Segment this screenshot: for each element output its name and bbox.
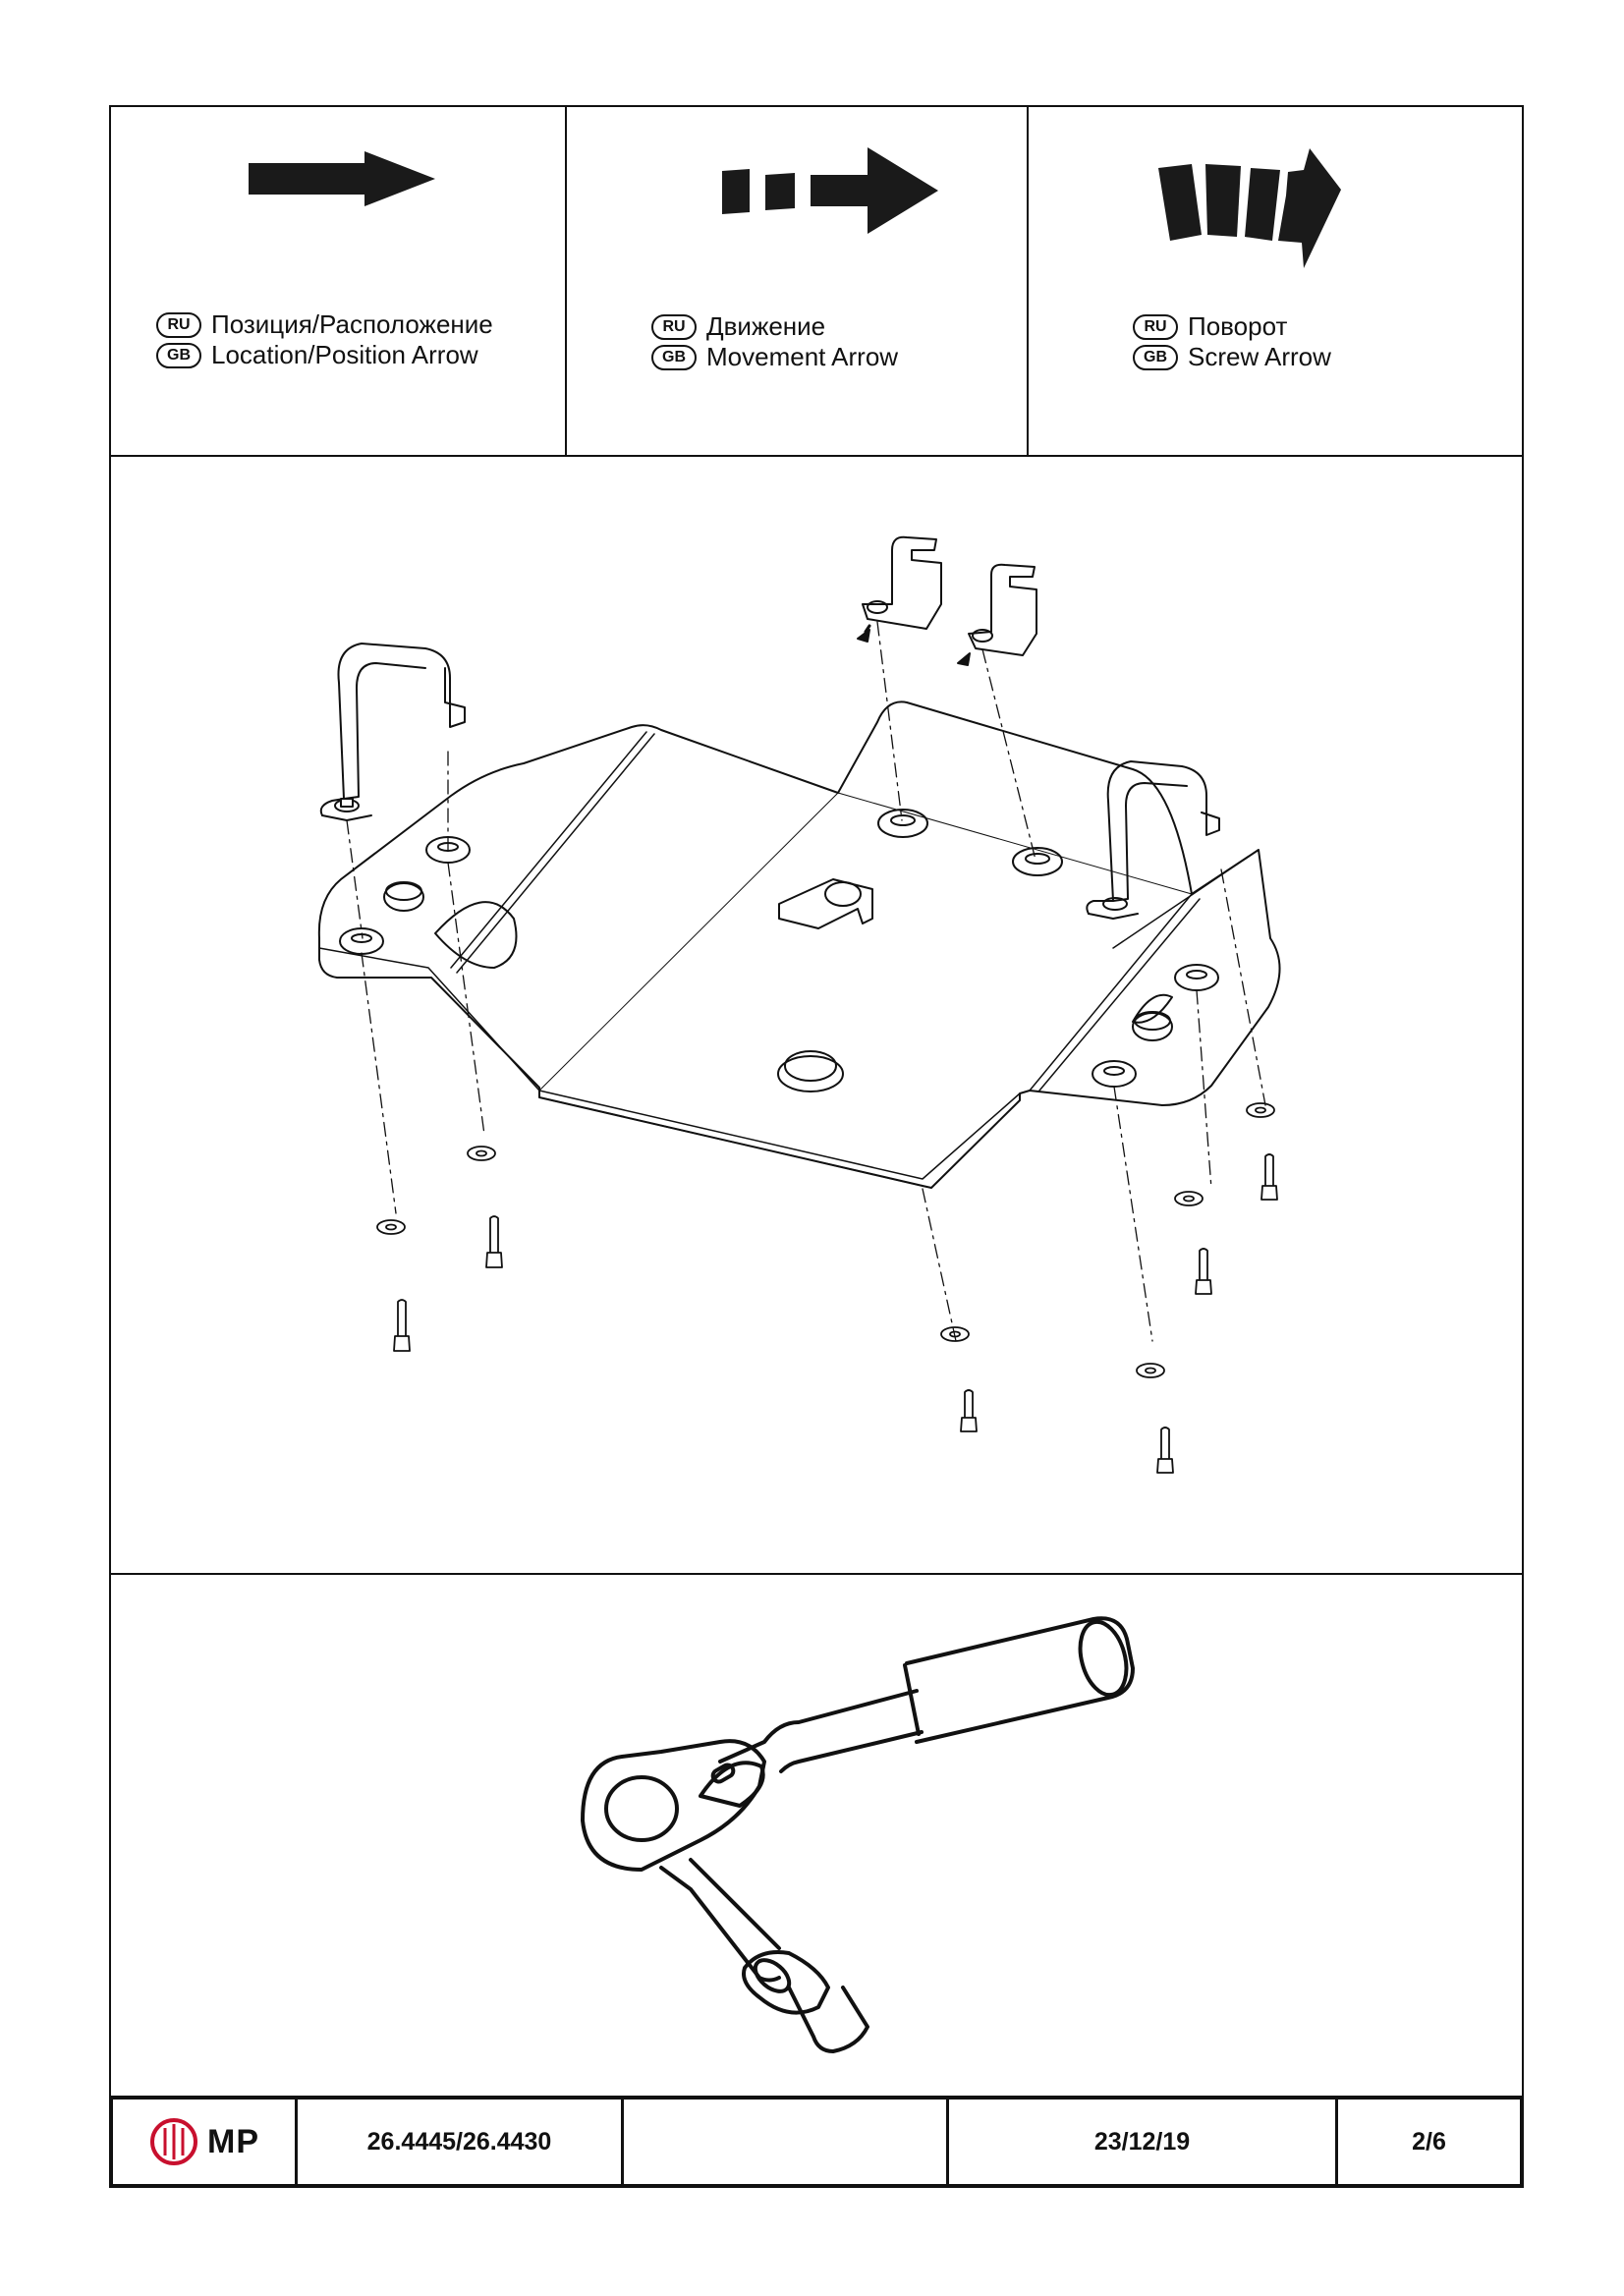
- gb-badge: GB: [651, 344, 697, 370]
- ru-badge: RU: [1133, 313, 1178, 340]
- legend-column-divider: [565, 107, 567, 455]
- ru-badge: RU: [156, 311, 201, 338]
- location-position-arrow-icon: [249, 151, 435, 206]
- logo-cell: MP: [113, 2100, 298, 2184]
- legend-screw-arrow: RU Поворот GB Screw Arrow: [1029, 107, 1522, 455]
- right-mounting-clamp: [1086, 760, 1220, 915]
- top-bracket-1: [862, 535, 942, 630]
- skid-plate: [317, 700, 1281, 1189]
- washer: [376, 1102, 1275, 1378]
- blank-cell: [624, 2100, 949, 2184]
- legend-gb-label: Screw Arrow: [1188, 342, 1331, 371]
- top-bracket-2: [968, 563, 1037, 656]
- legend-ru-label: Движение: [706, 311, 826, 341]
- diagram-divider: [109, 1573, 1524, 1575]
- part-number: 26.4445/26.4430: [298, 2100, 624, 2184]
- legend-divider: [109, 455, 1524, 457]
- bolt: [393, 1153, 1278, 1474]
- ru-badge: RU: [651, 313, 697, 340]
- socket-extension: [659, 1866, 781, 1983]
- movement-arrow-icon: [722, 147, 938, 234]
- left-mounting-clamp: [319, 643, 466, 816]
- wrench-head: [581, 1739, 766, 1872]
- center-bracket: [778, 878, 873, 929]
- legend-gb-label: Movement Arrow: [706, 342, 899, 371]
- title-block: MP 26.4445/26.4430 23/12/19 2/6: [109, 2096, 1524, 2188]
- legend-column-divider: [1027, 107, 1029, 455]
- skid-plate-assembly-diagram: [317, 535, 1281, 1474]
- page-number: 2/6: [1412, 2127, 1446, 2156]
- logo-text: MP: [207, 2122, 259, 2160]
- date: 23/12/19: [949, 2100, 1338, 2184]
- wrench-handle: [905, 1616, 1135, 1744]
- legend-location-arrow: RU Позиция/Расположение GB Location/Positi…: [111, 107, 565, 455]
- screw-arrow-icon: [1158, 148, 1341, 268]
- gb-badge: GB: [156, 342, 201, 368]
- legend-ru-label: Поворот: [1188, 311, 1288, 341]
- ratchet-wrench-illustration: [581, 1616, 1135, 2053]
- gb-badge: GB: [1133, 344, 1178, 370]
- company-logo-icon: [150, 2118, 197, 2165]
- legend-movement-arrow: RU Движение GB Movement Arrow: [567, 107, 1027, 455]
- legend-ru-label: Позиция/Расположение: [211, 309, 493, 339]
- legend-gb-label: Location/Position Arrow: [211, 340, 478, 369]
